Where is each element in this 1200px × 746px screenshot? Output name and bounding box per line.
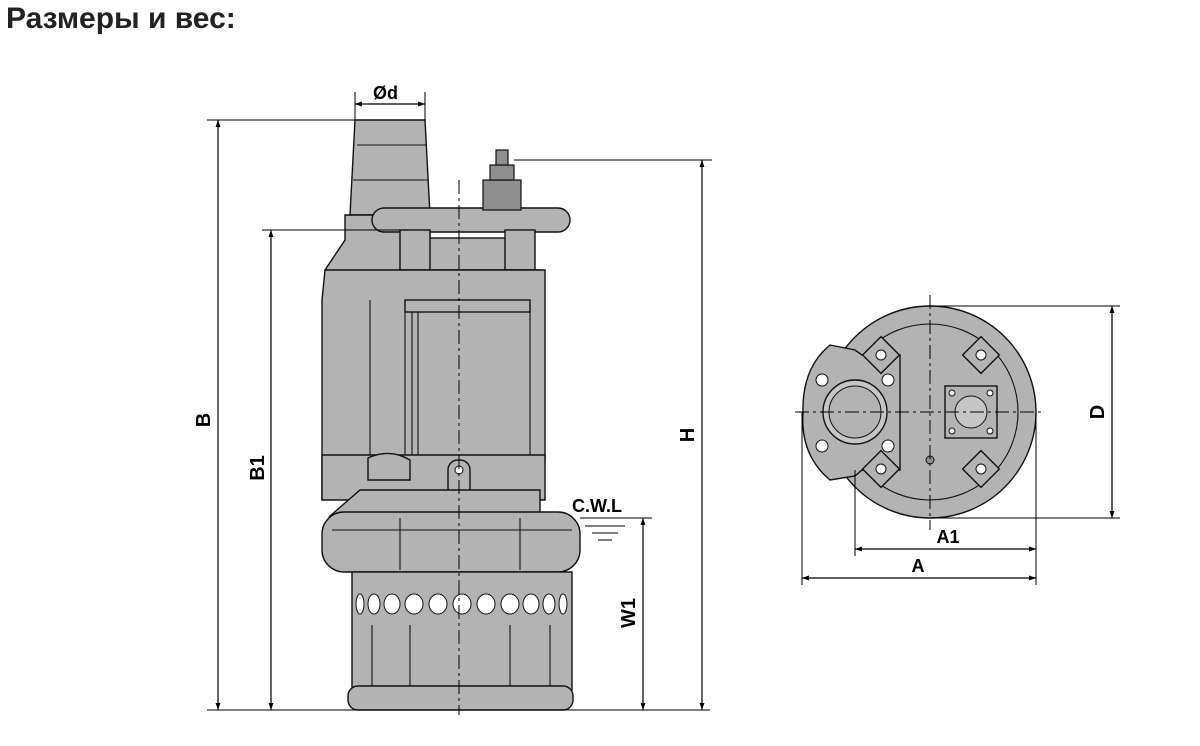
cable-gland (482, 179, 522, 211)
volute-ring (321, 511, 581, 573)
a-label: A (912, 556, 925, 576)
od-label: Ød (373, 83, 398, 103)
cwl-label: C.W.L (572, 496, 622, 516)
pump-side-view (321, 119, 581, 715)
a1-label: A1 (936, 527, 959, 547)
base-ring (347, 685, 574, 711)
b-label: B (193, 413, 215, 427)
b1-label: B1 (247, 455, 269, 481)
lifting-handle (371, 207, 571, 233)
h-label: H (677, 428, 699, 442)
top-dimensions (801, 305, 1120, 585)
strainer (351, 571, 573, 691)
d-label: D (1087, 405, 1109, 419)
side-dimensions (207, 92, 712, 711)
page-title: Размеры и вес: (6, 2, 236, 35)
w1-label: W1 (618, 598, 640, 628)
strainer-holes (355, 593, 568, 615)
discharge-outlet (349, 119, 431, 216)
pump-top-view (795, 295, 1045, 530)
